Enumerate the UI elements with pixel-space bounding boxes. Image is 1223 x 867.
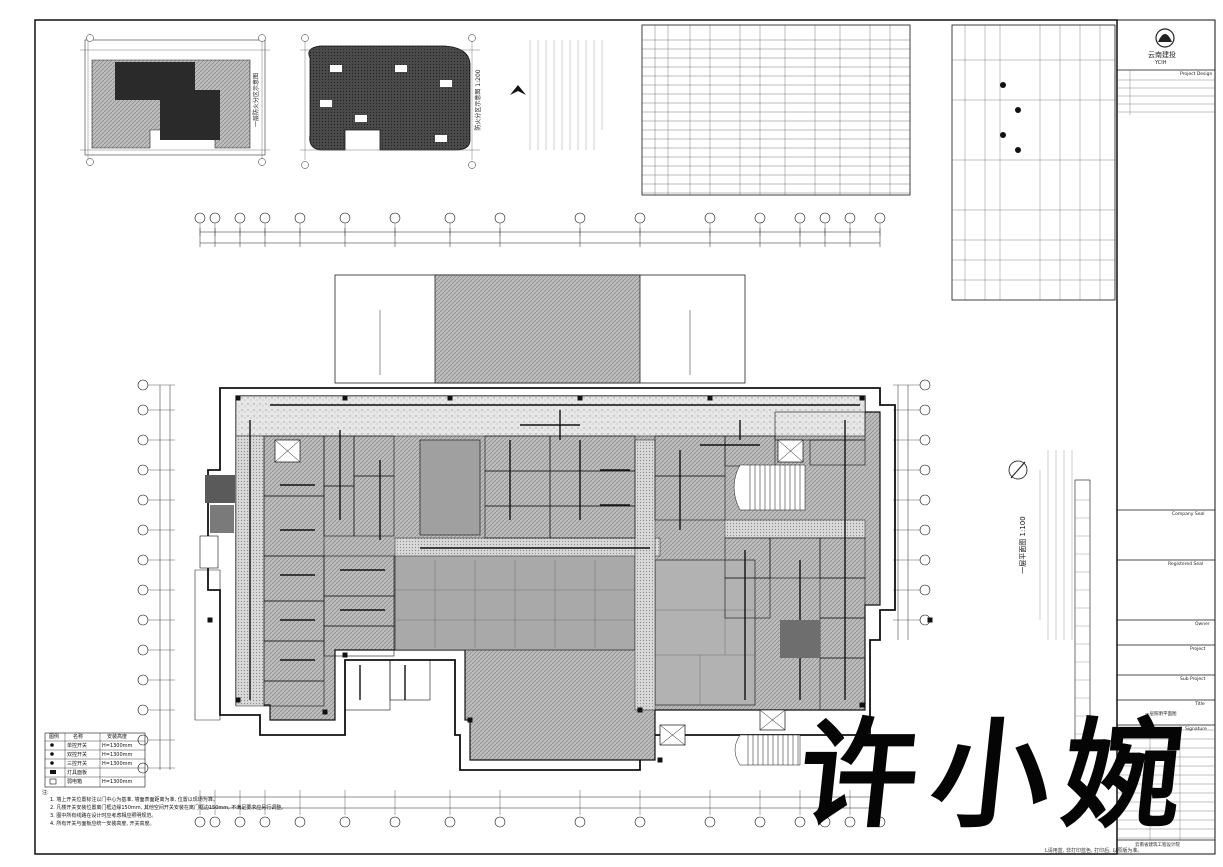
legend-row-height: H=1300mm <box>102 761 133 767</box>
notes-heading: 注: <box>42 790 49 796</box>
north-arrow-large-icon <box>1008 460 1028 480</box>
title-label: Title <box>1195 702 1205 707</box>
plan-notes-rotated <box>1039 450 1091 751</box>
north-arrow-icon <box>510 85 526 95</box>
bottom-grid-bubbles <box>194 790 886 828</box>
company-name-en: YCIH <box>1155 60 1167 66</box>
signature-label: Signature <box>1185 727 1207 732</box>
note-line: 4. 所有开关与面板应统一安装高度, 开关高度。 <box>50 821 155 827</box>
company-name-cn: 云南建投 <box>1148 51 1176 59</box>
legend-row-height: H=1300mm <box>102 779 133 785</box>
company-seal-label: Company Seal <box>1172 512 1205 517</box>
left-grid-bubbles <box>137 379 175 774</box>
legend-header-height: 安装高度 <box>107 734 128 740</box>
legend-row-height: H=1300mm <box>102 743 133 749</box>
upper-key-plan-caption: 一层防火分区示意图 <box>252 73 260 127</box>
owner-label: Owner <box>1195 622 1210 627</box>
bottom-note: L请用蓝, 非打印蓝色, 打印后, 以原版为准。 <box>1045 848 1143 854</box>
legend-table <box>44 732 146 788</box>
note-line: 2. 凡楼开关安装位置离门框边缘150mm, 其他空间开关安装在离门框边150m… <box>50 805 287 811</box>
project-design-label: Project Design <box>1180 72 1213 77</box>
title-block <box>1117 28 1215 841</box>
legend-row-name: 灯具面板 <box>67 770 88 776</box>
bottom-company: 云南省建筑工程设计院 <box>1135 843 1180 848</box>
floor-plan <box>194 387 933 771</box>
note-line: 3. 图中所有线路在设计时应考虑相应照明规范。 <box>50 813 157 819</box>
legend-row-name: 单控开关 <box>67 743 88 749</box>
key-plan-caption: 防火分区示意图 1:200 <box>474 69 482 130</box>
plan-caption: 一层平面图 1:100 <box>1019 516 1027 573</box>
sub-project-label: Sub Project <box>1180 677 1206 682</box>
design-notes-table <box>951 24 1116 301</box>
lighting-schedule-table <box>641 24 911 196</box>
key-plan-fire-zone-1 <box>80 34 270 166</box>
legend-row-name: 三控开关 <box>67 761 88 767</box>
key-plan-fire-zone-2 <box>300 34 480 169</box>
upper-terrace <box>334 274 746 384</box>
legend: 图例 名称 安装高度 单控开关 H=1300mm 双控开关 H=1300mm 三… <box>45 733 145 787</box>
drawing-title: 一层照明平面图 <box>1145 712 1177 717</box>
legend-row-name: 弱电箱 <box>67 779 83 785</box>
top-grid-bubbles <box>194 212 886 236</box>
top-dimension-lines <box>199 228 881 247</box>
legend-row-height: H=1300mm <box>102 752 133 758</box>
project-label: Project <box>1190 647 1206 652</box>
right-grid-bubbles <box>893 379 931 626</box>
handwritten-signature: 许小婉 <box>792 705 1204 844</box>
legend-row-name: 双控开关 <box>67 752 88 758</box>
legend-header-symbol: 图例 <box>49 734 60 740</box>
general-notes-block <box>529 40 603 150</box>
note-line: 1. 墙上开关位置标注以门中心为基准, 墙面表面距离为准, 位置以现场为准。 <box>50 797 218 803</box>
registered-seal-label: Registered Seal <box>1168 562 1204 567</box>
legend-header-name: 名称 <box>73 734 84 740</box>
bottom-dimension-lines <box>200 796 880 809</box>
